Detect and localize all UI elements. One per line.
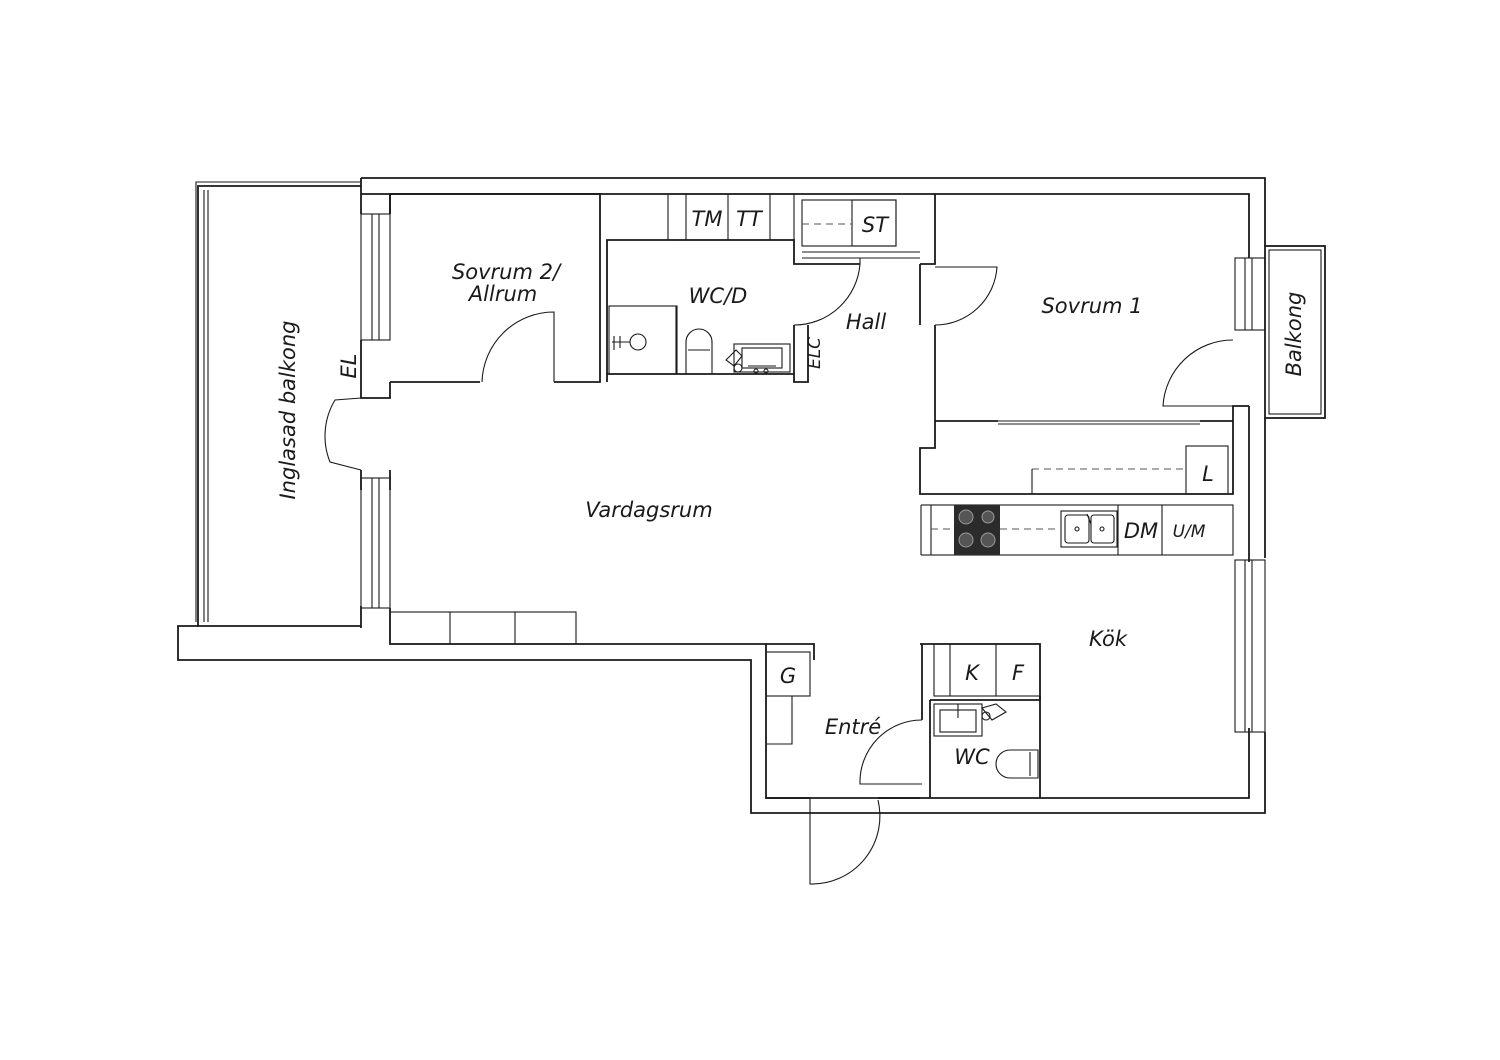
outer-walls	[177, 177, 1266, 814]
label-el: EL	[337, 354, 361, 379]
glazed-balcony	[195, 181, 362, 627]
balcony-right	[1264, 245, 1326, 419]
wc-toilet-icon	[995, 749, 1039, 779]
label-k: K	[965, 661, 981, 685]
label-g: G	[780, 664, 796, 688]
label-sovrum-1: Sovrum 1	[1041, 294, 1142, 318]
label-tm: TM	[692, 207, 723, 231]
label-hall: Hall	[846, 310, 886, 334]
fixture-labels: EL TM TT ST ELC L DM U/M G K F	[337, 207, 1214, 688]
label-wcd: WC/D	[689, 284, 748, 308]
label-l: L	[1202, 462, 1214, 486]
interior-walls	[389, 193, 1249, 799]
wc-washbasin-icon	[933, 703, 1007, 737]
kitchen-sink-icon	[1060, 510, 1118, 548]
label-vardagsrum: Vardagsrum	[585, 498, 712, 522]
label-allrum: Allrum	[467, 282, 537, 306]
label-f: F	[1012, 661, 1025, 685]
label-dm: DM	[1124, 519, 1158, 543]
toilet-icon	[685, 328, 713, 375]
fixtures	[389, 193, 1234, 779]
label-st: ST	[862, 213, 890, 237]
doors	[481, 258, 1234, 885]
shower-icon	[608, 305, 678, 375]
label-wc: WC	[954, 745, 990, 769]
label-sovrum-2: Sovrum 2/	[452, 260, 562, 284]
label-inglasad-balkong: Inglasad balkong	[276, 320, 300, 499]
label-um: U/M	[1173, 522, 1206, 542]
label-entre: Entré	[825, 715, 881, 739]
washbasin-icon	[725, 343, 791, 374]
room-labels: Inglasad balkong Sovrum 2/ Allrum WC/D H…	[276, 260, 1306, 769]
label-kok: Kök	[1089, 627, 1128, 651]
label-balkong: Balkong	[1282, 292, 1306, 377]
label-tt: TT	[736, 207, 764, 231]
label-elc: ELC	[805, 337, 825, 369]
